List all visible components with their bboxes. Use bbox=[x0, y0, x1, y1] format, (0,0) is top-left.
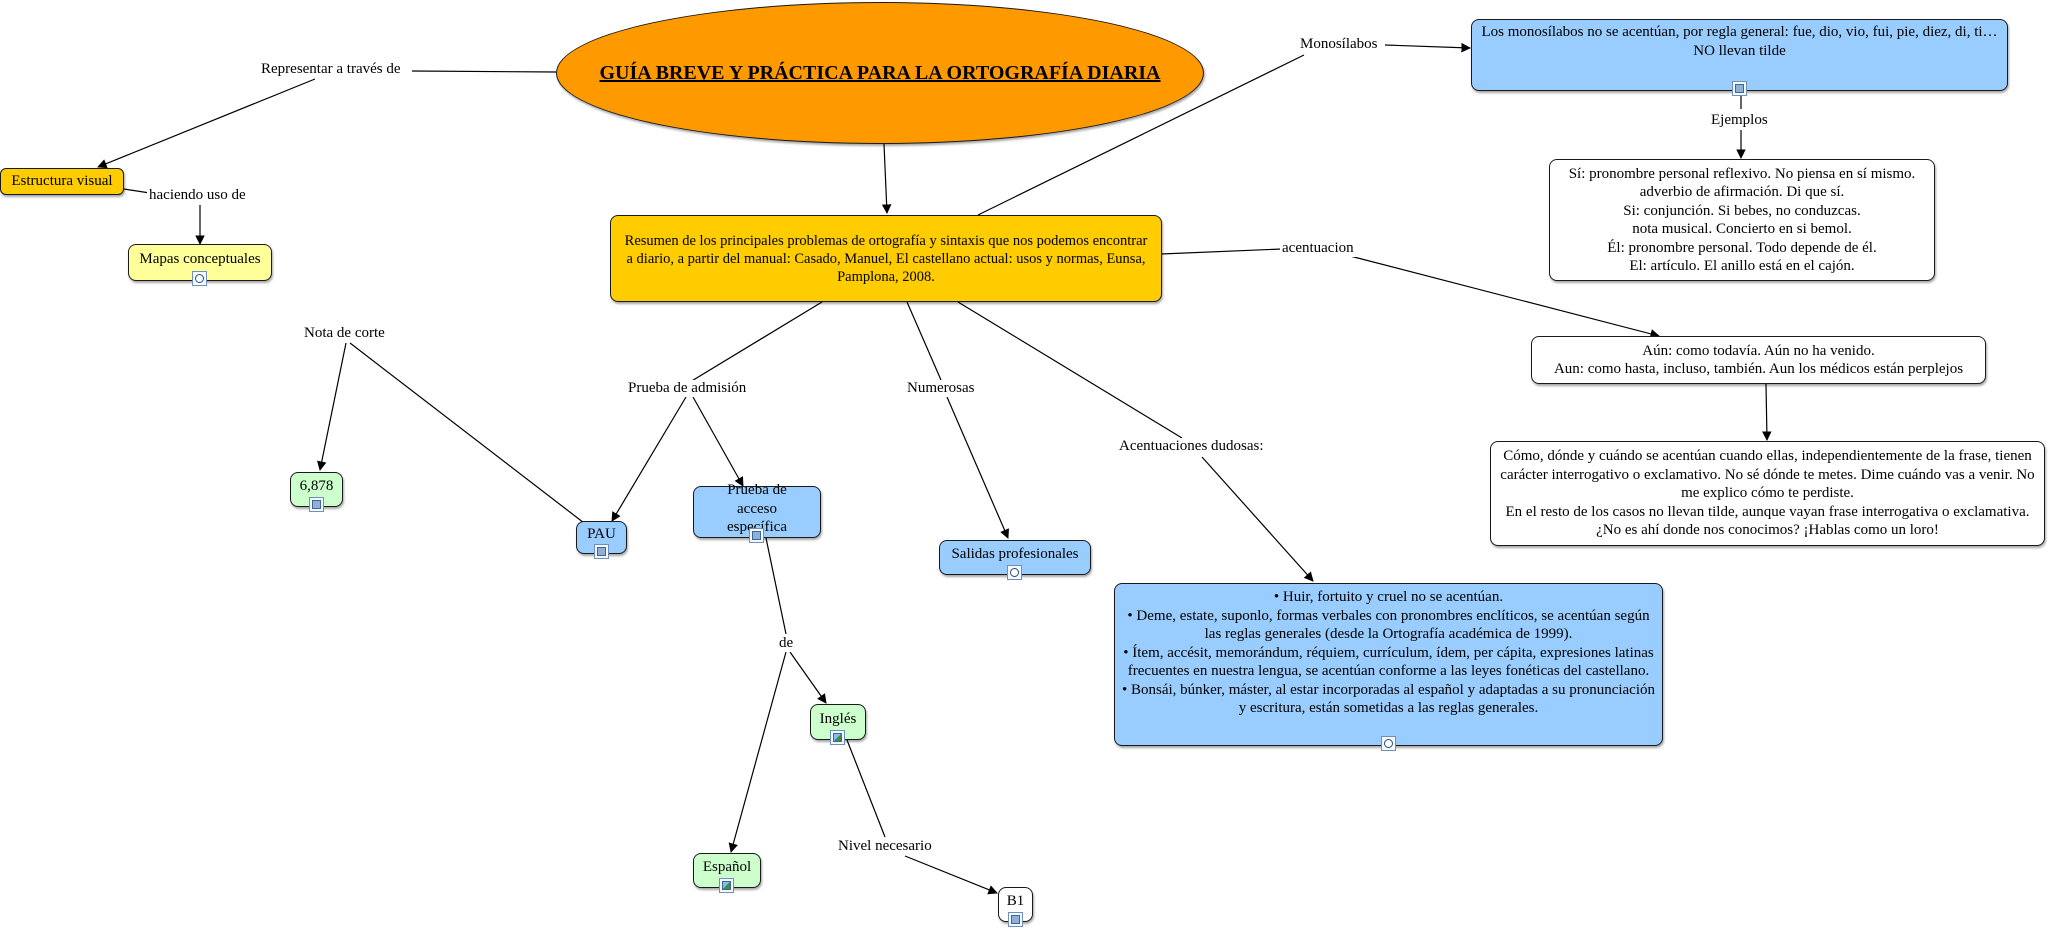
concept-map-icon[interactable] bbox=[1007, 565, 1022, 580]
link-label-nivel-necesario: Nivel necesario bbox=[836, 838, 934, 855]
nota-value-node[interactable]: 6,878 bbox=[290, 472, 343, 512]
dudosas-text: • Huir, fortuito y cruel no se acentúan.… bbox=[1121, 589, 1656, 716]
mapas-text: Mapas conceptuales bbox=[139, 251, 261, 268]
salidas-text: Salidas profesionales bbox=[951, 546, 1079, 563]
aun-text: Aún: como todavía. Aún no ha venido. Aun… bbox=[1553, 342, 1964, 378]
link-line bbox=[349, 342, 589, 527]
concept-map-icon[interactable] bbox=[1380, 736, 1396, 751]
title-node[interactable]: GUÍA BREVE Y PRÁCTICA PARA LA ORTOGRAFÍA… bbox=[556, 2, 1204, 144]
link-line bbox=[123, 188, 151, 194]
estructura-node[interactable]: Estructura visual bbox=[0, 168, 124, 195]
salidas-node[interactable]: Salidas profesionales bbox=[939, 540, 1091, 580]
document-icon[interactable] bbox=[1731, 81, 1747, 96]
espanol-node[interactable]: Español bbox=[693, 853, 761, 893]
prueba-especifica-node[interactable]: Prueba de acceso específica bbox=[693, 482, 821, 543]
link-label-acentuacion: acentuacion bbox=[1280, 240, 1356, 257]
image-icon[interactable] bbox=[719, 878, 734, 893]
link-label-nota-de-corte: Nota de corte bbox=[302, 325, 387, 342]
link-line bbox=[957, 301, 1183, 439]
ingles-node[interactable]: Inglés bbox=[810, 704, 866, 745]
link-line bbox=[728, 651, 787, 853]
link-label-acentuaciones-dudosas: Acentuaciones dudosas: bbox=[1117, 438, 1266, 455]
link-line bbox=[97, 78, 316, 169]
link-label-representar: Representar a través de bbox=[259, 61, 403, 78]
pau-node[interactable]: PAU bbox=[576, 521, 627, 559]
monosilabos-node[interactable]: Los monosílabos no se acentúan, por regl… bbox=[1471, 19, 2008, 96]
b1-text: B1 bbox=[1006, 893, 1025, 910]
link-label-numerosas: Numerosas bbox=[905, 380, 977, 397]
b1-node[interactable]: B1 bbox=[998, 887, 1033, 927]
link-line bbox=[881, 143, 892, 214]
link-line bbox=[1384, 42, 1471, 53]
link-line bbox=[611, 396, 687, 522]
link-line bbox=[904, 855, 998, 895]
prueba-especifica-text: Prueba de acceso específica bbox=[727, 482, 787, 535]
como-text: Cómo, dónde y cuándo se acentúan cuando … bbox=[1500, 448, 2035, 539]
summary-node[interactable]: Resumen de los principales problemas de … bbox=[610, 215, 1162, 302]
como-node[interactable]: Cómo, dónde y cuándo se acentúan cuando … bbox=[1490, 441, 2045, 546]
link-label-ejemplos: Ejemplos bbox=[1709, 112, 1770, 129]
estructura-text: Estructura visual bbox=[11, 173, 113, 190]
link-line bbox=[317, 342, 347, 471]
nota-value-text: 6,878 bbox=[299, 478, 334, 495]
link-line bbox=[692, 396, 744, 487]
espanol-text: Español bbox=[702, 859, 752, 876]
ingles-text: Inglés bbox=[819, 710, 857, 727]
link-line bbox=[1201, 456, 1314, 582]
ejemplos-text: Sí: pronombre personal reflexivo. No pie… bbox=[1568, 165, 1916, 275]
link-line bbox=[1160, 248, 1283, 255]
link-label-de: de bbox=[777, 635, 796, 652]
title-text: GUÍA BREVE Y PRÁCTICA PARA LA ORTOGRAFÍA… bbox=[599, 61, 1161, 84]
document-icon[interactable] bbox=[308, 497, 324, 512]
link-line bbox=[1349, 255, 1660, 339]
link-line bbox=[789, 651, 827, 704]
link-line bbox=[765, 537, 787, 635]
summary-text: Resumen de los principales problemas de … bbox=[624, 232, 1148, 285]
document-icon[interactable] bbox=[593, 544, 609, 559]
link-line bbox=[906, 301, 942, 381]
monosilabos-text: Los monosílabos no se acentúan, por regl… bbox=[1481, 24, 1998, 59]
mapas-node[interactable]: Mapas conceptuales bbox=[128, 244, 272, 286]
image-icon[interactable] bbox=[830, 730, 845, 745]
link-line bbox=[1762, 383, 1772, 441]
link-line bbox=[977, 54, 1305, 216]
link-label-haciendo-uso: haciendo uso de bbox=[147, 187, 248, 204]
dudosas-node[interactable]: • Huir, fortuito y cruel no se acentúan.… bbox=[1114, 583, 1663, 751]
link-line bbox=[846, 739, 886, 838]
link-line bbox=[689, 301, 823, 383]
pau-text: PAU bbox=[587, 526, 616, 543]
ejemplos-node[interactable]: Sí: pronombre personal reflexivo. No pie… bbox=[1549, 159, 1935, 281]
document-icon[interactable] bbox=[1007, 912, 1023, 927]
document-icon[interactable] bbox=[749, 528, 764, 543]
concept-map-icon[interactable] bbox=[192, 271, 207, 286]
link-line bbox=[946, 396, 1009, 539]
link-line bbox=[411, 70, 557, 73]
aun-node[interactable]: Aún: como todavía. Aún no ha venido. Aun… bbox=[1531, 336, 1986, 384]
link-label-prueba-admision: Prueba de admisión bbox=[626, 380, 749, 397]
link-label-monosilabos: Monosílabos bbox=[1298, 36, 1380, 53]
